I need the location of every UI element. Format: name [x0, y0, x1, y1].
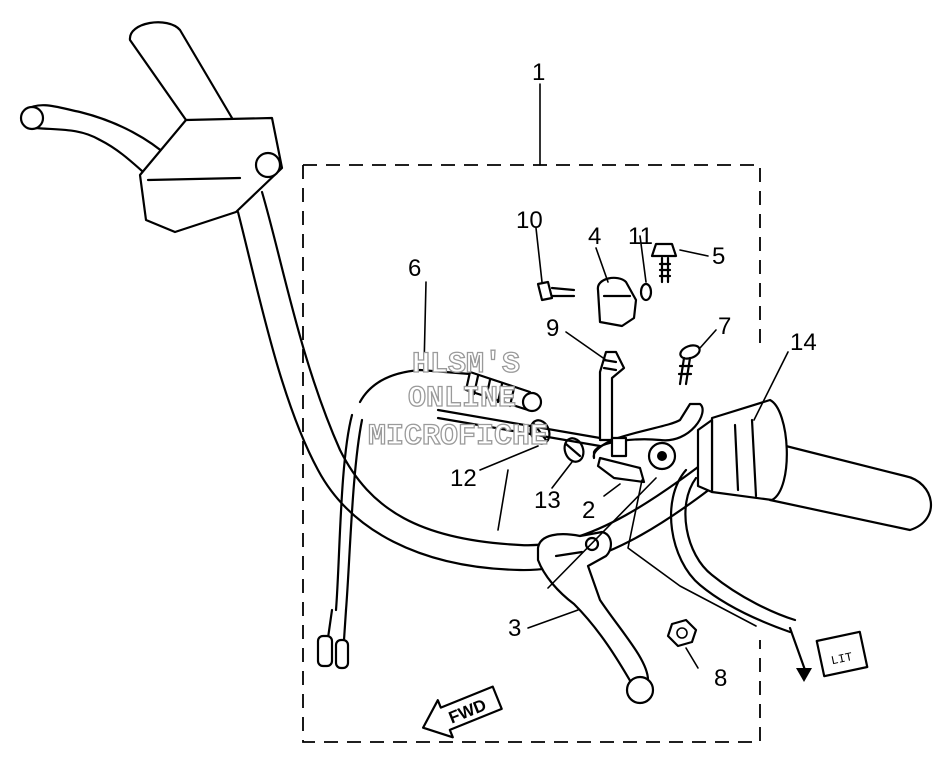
left-master-cylinder	[19, 21, 284, 234]
cable-line-2	[436, 408, 602, 440]
cable-line	[436, 416, 602, 448]
leader-lines	[423, 83, 789, 669]
handlebar-tube	[236, 190, 762, 572]
adjuster-13	[563, 437, 585, 463]
callout-11: 11	[628, 223, 653, 250]
callout-labels: 1 2 3 4 5 6 7 8 9 10 11 12 13 14	[408, 59, 817, 692]
watermark: HLSM'S ONLINE MICROFICHE	[367, 347, 548, 454]
nut-8	[666, 618, 698, 648]
switch-wiring: LIT	[669, 468, 869, 682]
cable-wire-left	[316, 368, 472, 670]
callout-6: 6	[408, 255, 421, 282]
washer-11	[639, 282, 653, 302]
screw-7	[677, 344, 701, 386]
bolt-10	[536, 280, 576, 302]
lever-holder-2	[592, 402, 704, 484]
callout-13: 13	[534, 487, 561, 514]
callout-10: 10	[516, 207, 543, 234]
connector-label: LIT	[830, 650, 854, 668]
callout-5: 5	[712, 243, 725, 270]
screw-5	[650, 242, 678, 284]
callout-7: 7	[718, 313, 731, 340]
watermark-line-3: MICROFICHE	[368, 420, 548, 454]
fwd-arrow: FWD	[421, 685, 503, 739]
callout-12: 12	[450, 465, 477, 492]
handlebar-switch-14	[696, 398, 933, 532]
callout-2: 2	[582, 497, 595, 524]
holder-4	[596, 276, 638, 328]
callout-8: 8	[714, 665, 727, 692]
callout-3: 3	[508, 615, 521, 642]
callout-9: 9	[546, 315, 559, 342]
assembly-frame	[302, 164, 761, 743]
clutch-cable-6	[464, 370, 543, 413]
lever-bracket-9	[598, 350, 626, 442]
watermark-line-1: HLSM'S	[412, 348, 520, 382]
watermark-line-2: ONLINE	[408, 382, 516, 416]
callout-14: 14	[790, 329, 817, 356]
callout-4: 4	[588, 223, 601, 250]
callout-1: 1	[532, 59, 545, 86]
